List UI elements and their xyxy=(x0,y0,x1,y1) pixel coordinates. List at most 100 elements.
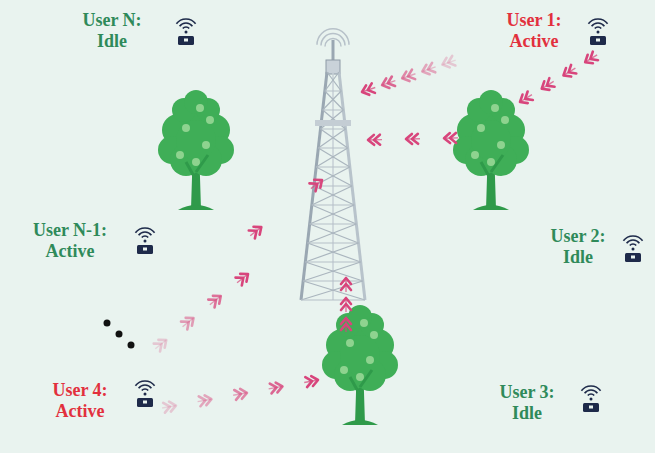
wifi-arc xyxy=(623,236,642,241)
dot xyxy=(128,342,135,349)
chevron-tail xyxy=(368,139,382,141)
tower-brace xyxy=(325,91,344,110)
tower-brace xyxy=(314,167,350,186)
tower-brace xyxy=(310,224,359,243)
wifi-dot xyxy=(144,240,147,243)
leaf-highlight xyxy=(340,366,348,374)
tower-brace xyxy=(325,72,339,91)
router-body xyxy=(137,398,153,407)
dot xyxy=(104,320,111,327)
wifi-arc xyxy=(595,27,601,29)
router-led xyxy=(184,39,188,42)
wifi-dot xyxy=(185,31,188,34)
wifi-arc xyxy=(592,23,605,26)
wifi-arc xyxy=(139,385,152,388)
tower-brace xyxy=(318,129,345,148)
router-led xyxy=(143,248,147,251)
user-status-label: User N: Idle xyxy=(75,10,150,52)
signal-arrows xyxy=(154,52,598,413)
wifi-arc xyxy=(183,27,189,29)
tower-brace xyxy=(308,224,357,243)
tower-rung xyxy=(303,281,363,282)
router-body xyxy=(137,245,153,254)
tower-rung xyxy=(310,224,357,225)
branch xyxy=(186,155,208,180)
leaf-highlight xyxy=(477,124,485,132)
user-status-label: User 4: Active xyxy=(37,380,124,422)
user-status-label: User 2: Idle xyxy=(542,226,614,268)
branch xyxy=(350,370,372,395)
router-led xyxy=(596,39,600,42)
router-body xyxy=(178,36,194,45)
router-icon xyxy=(623,236,642,262)
leaf-highlight xyxy=(196,104,204,112)
branch xyxy=(481,155,503,180)
canopy xyxy=(184,90,208,114)
chevron-tail xyxy=(311,180,322,189)
leaf-highlight xyxy=(346,339,354,347)
roots xyxy=(178,205,214,210)
tower-brace xyxy=(301,281,363,300)
wifi-dot xyxy=(590,398,593,401)
chevron-tail xyxy=(233,393,247,395)
tower-brace xyxy=(321,110,344,129)
canopy xyxy=(348,305,372,329)
router-led xyxy=(631,256,635,259)
tower-rung xyxy=(321,129,346,130)
chevron-tail xyxy=(345,298,346,312)
wifi-arc xyxy=(627,240,640,243)
signal-arrow xyxy=(249,180,322,239)
chevron-tail xyxy=(155,340,166,349)
tower-brace xyxy=(303,262,361,281)
router-body xyxy=(625,253,641,262)
wifi-arc xyxy=(581,386,600,391)
tower-rung xyxy=(312,205,354,206)
wifi-dot xyxy=(632,248,635,251)
signal-arrow xyxy=(154,274,248,352)
chevron-tail xyxy=(585,55,597,62)
chevron-tail xyxy=(304,380,318,382)
tree-group xyxy=(158,90,529,425)
leaf-highlight xyxy=(497,141,505,149)
tower-brace xyxy=(316,148,348,167)
router-body xyxy=(590,36,606,45)
tower-rung xyxy=(301,300,365,301)
chevron-tail xyxy=(345,318,346,332)
leaf-highlight xyxy=(366,356,374,364)
chevron-tail xyxy=(422,67,435,72)
antenna-wave xyxy=(317,29,349,45)
router-group xyxy=(135,19,642,412)
wifi-arc xyxy=(588,19,607,24)
wifi-arc xyxy=(585,390,598,393)
signal-arrow xyxy=(341,278,351,332)
wifi-arc xyxy=(139,232,152,235)
canopy xyxy=(479,90,503,114)
ellipsis-dots xyxy=(104,320,135,349)
canopy xyxy=(176,120,216,160)
wifi-arc xyxy=(176,19,195,24)
tower-rung xyxy=(323,110,344,111)
router-icon xyxy=(135,381,154,407)
chevron-tail xyxy=(444,137,458,139)
chevron-tail xyxy=(520,95,532,102)
canopy xyxy=(471,120,511,160)
roots xyxy=(342,420,378,425)
tower-brace xyxy=(312,205,357,224)
chevron-tail xyxy=(269,386,283,388)
antenna-box xyxy=(326,60,340,74)
tower-brace xyxy=(323,110,346,129)
chevron-tail xyxy=(198,399,212,401)
signal-arrow xyxy=(368,133,458,145)
wifi-arc xyxy=(135,381,154,386)
tree xyxy=(453,90,529,210)
chevron-tail xyxy=(563,68,575,75)
leaf-highlight xyxy=(176,151,184,159)
chevron-tail xyxy=(402,74,415,79)
wifi-arc xyxy=(180,23,193,26)
tower-rung xyxy=(308,243,359,244)
leaf-highlight xyxy=(356,373,364,381)
leaf-highlight xyxy=(360,319,368,327)
user-status-label: User 3: Idle xyxy=(491,382,563,424)
leaf-highlight xyxy=(487,158,495,166)
leaf-highlight xyxy=(501,116,509,124)
